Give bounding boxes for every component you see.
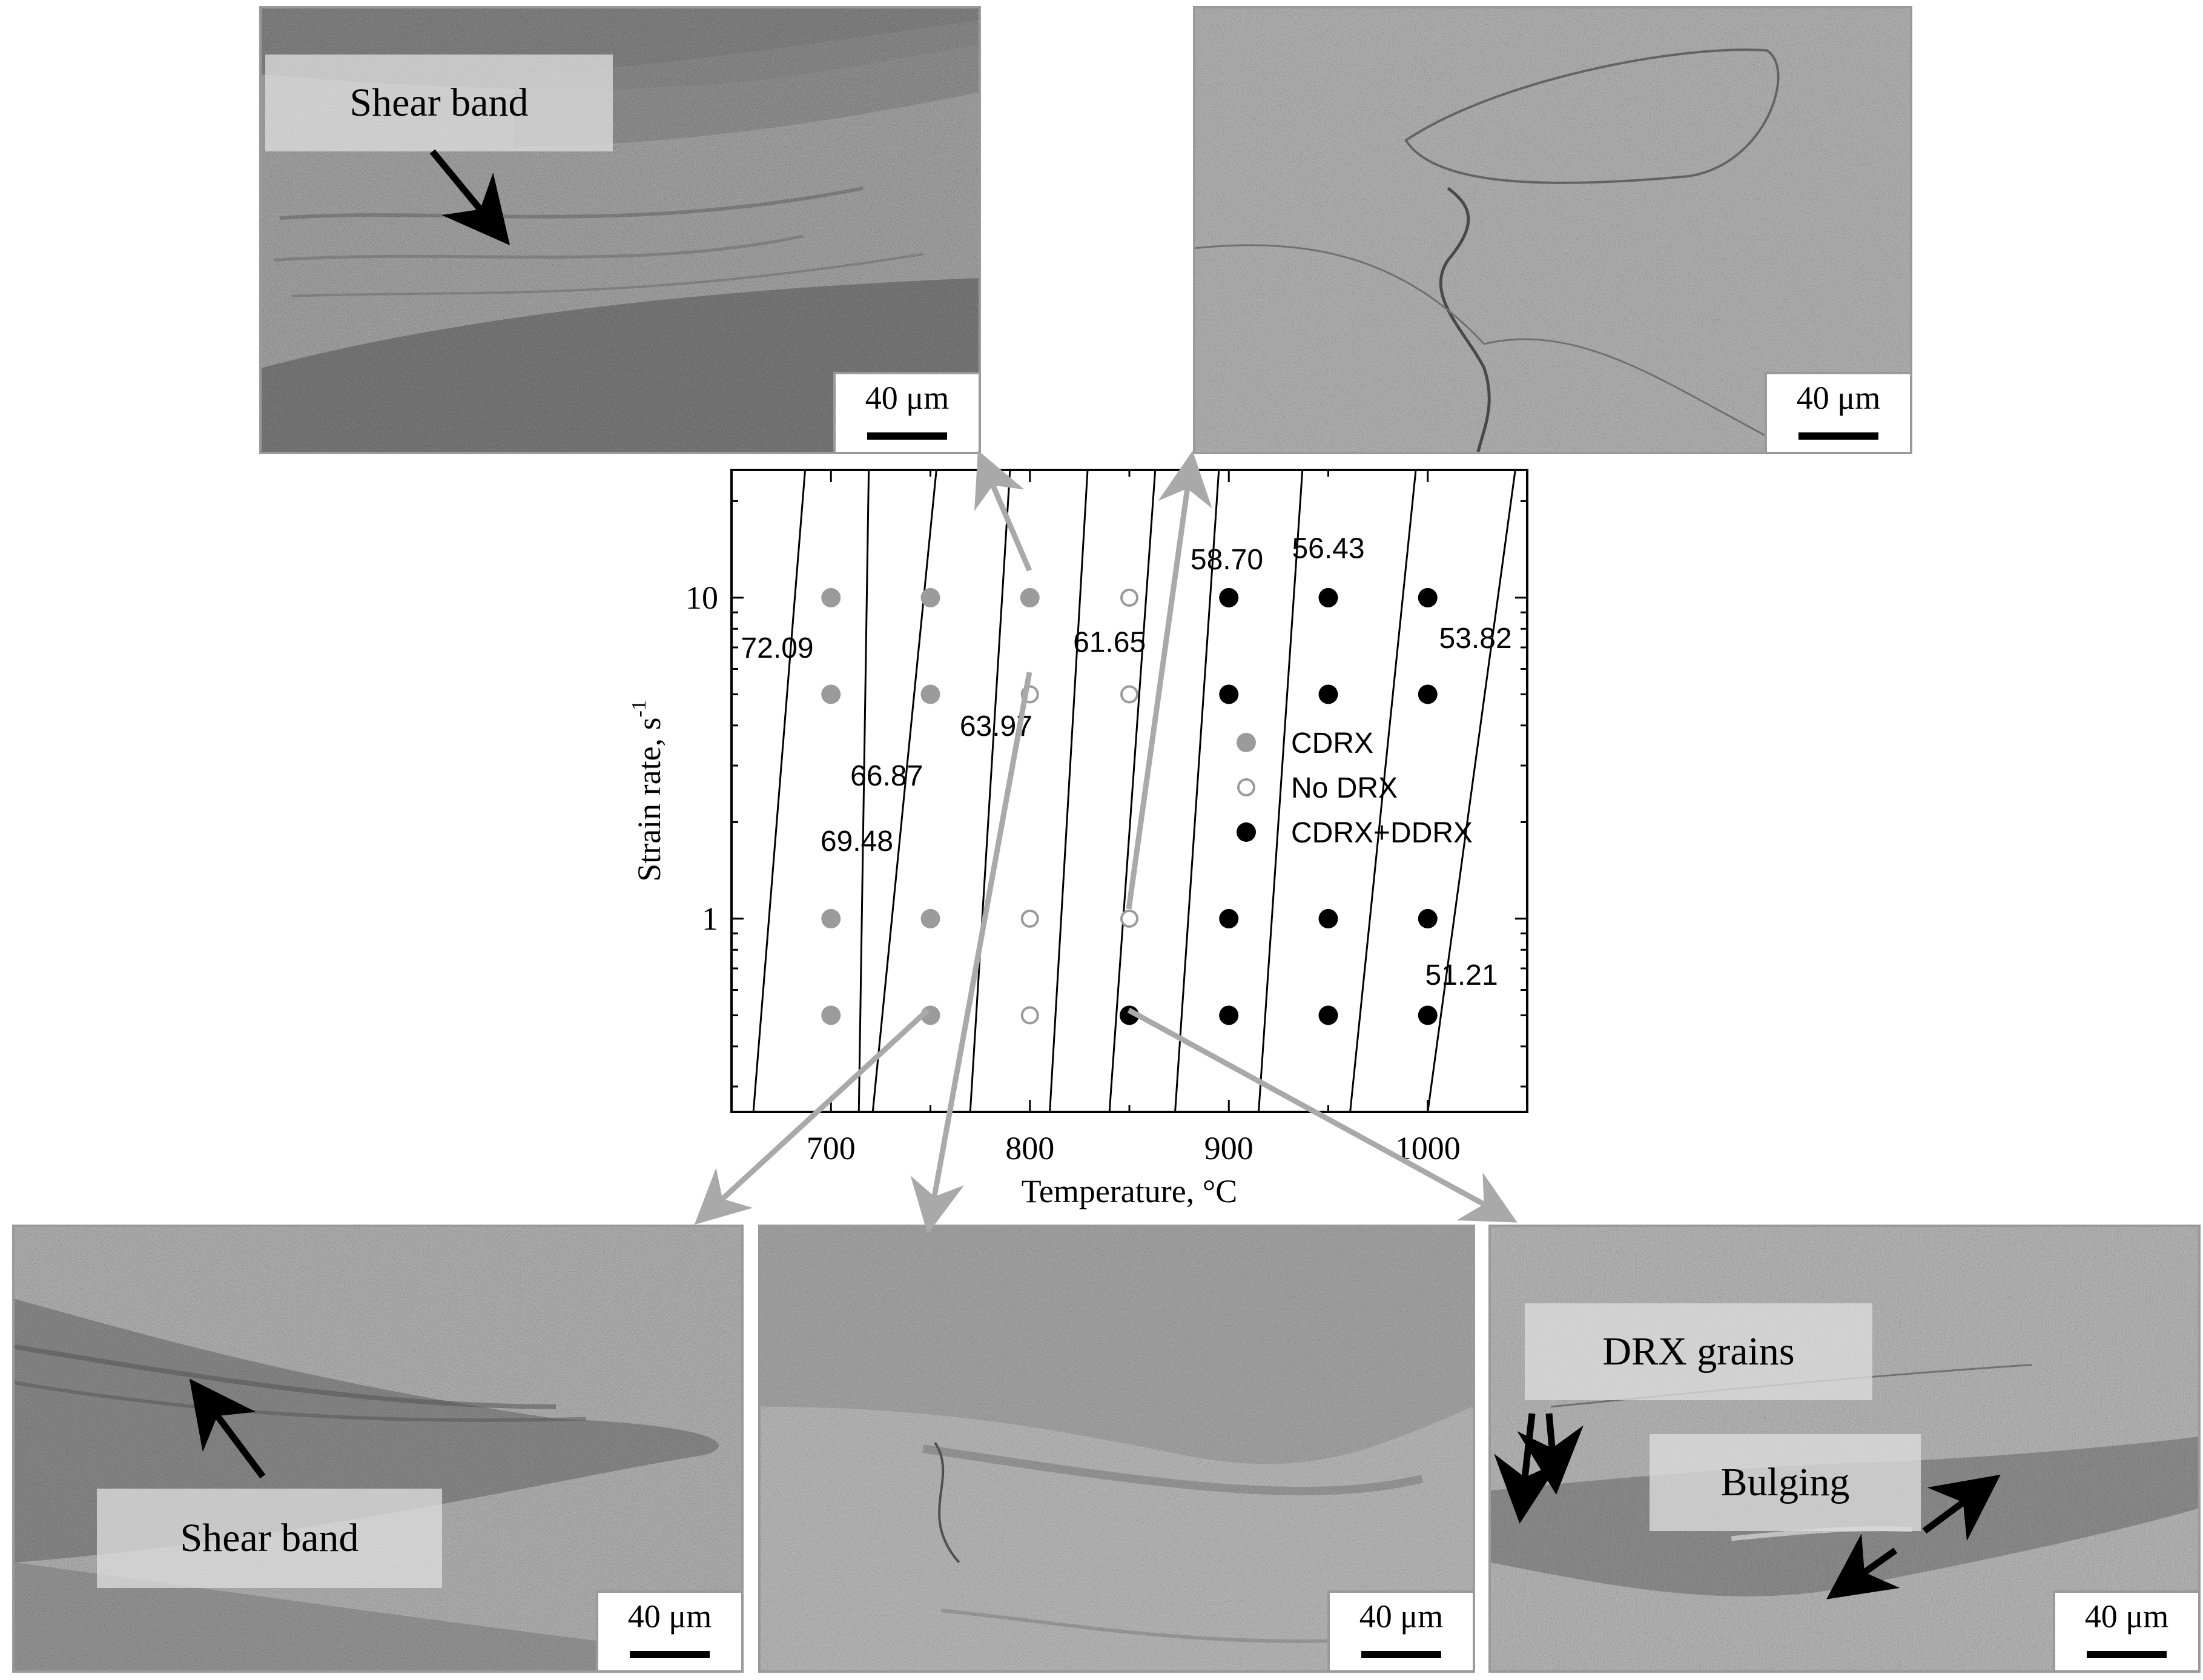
scale-bar-line xyxy=(1798,432,1878,440)
data-point-cdrx-ddrx xyxy=(1318,587,1338,607)
y-axis-label-text: Strain rate, s xyxy=(631,717,667,881)
data-point-cdrx-ddrx xyxy=(1219,684,1239,704)
data-point-no-drx xyxy=(1020,1006,1039,1025)
micrograph-top-left: Shear band 40 μm xyxy=(259,6,981,454)
legend-marker xyxy=(1237,778,1255,796)
contour-label: 72.09 xyxy=(741,632,813,664)
data-point-cdrx-ddrx xyxy=(1219,587,1239,607)
scale-bar-text: 40 μm xyxy=(1796,380,1881,416)
connector-arrow xyxy=(694,1008,930,1225)
data-point-cdrx xyxy=(920,684,940,704)
data-point-cdrx xyxy=(821,587,841,607)
data-point-no-drx xyxy=(1120,588,1138,607)
micrograph-bottom-middle: 40 μm xyxy=(758,1225,1475,1673)
scale-bar: 40 μm xyxy=(833,372,979,452)
connector-arrow xyxy=(1127,1008,1518,1223)
x-axis-label: Temperature, °C xyxy=(1022,1173,1238,1209)
contour-label: 53.82 xyxy=(1439,623,1512,655)
contour-line xyxy=(1108,470,1157,1112)
data-point-cdrx xyxy=(821,908,841,928)
x-tick-label: 900 xyxy=(1204,1130,1253,1166)
contour-line xyxy=(1349,470,1417,1112)
contour-line xyxy=(969,470,1011,1112)
data-point-cdrx-ddrx xyxy=(1418,1005,1438,1025)
shear-band-arrow xyxy=(429,149,510,245)
connector-arrow xyxy=(910,672,1032,1234)
scale-bar-line xyxy=(630,1651,710,1658)
connector-arrow xyxy=(974,450,1032,572)
shear-band-label: Shear band xyxy=(265,55,613,151)
data-point-cdrx-ddrx xyxy=(1318,684,1338,704)
contour-label: 69.48 xyxy=(821,825,893,858)
contour-label: 51.21 xyxy=(1425,959,1498,991)
scale-bar-text: 40 μm xyxy=(2084,1598,2169,1635)
contour-line xyxy=(1174,470,1220,1112)
shear-band-text: Shear band xyxy=(349,81,529,125)
drx-grains-arrow xyxy=(1494,1413,1561,1524)
legend-marker xyxy=(1237,822,1256,842)
data-point-cdrx-ddrx xyxy=(1219,908,1239,928)
contour-line xyxy=(857,470,870,1112)
data-point-cdrx xyxy=(920,908,940,928)
contour-line xyxy=(871,470,937,1112)
data-point-no-drx xyxy=(1120,909,1138,928)
data-point-cdrx xyxy=(1020,587,1040,607)
contour-label: 61.65 xyxy=(1073,626,1146,658)
data-point-cdrx xyxy=(821,1005,841,1025)
data-point-cdrx-ddrx xyxy=(1219,1005,1239,1025)
y-tick-label: 1 xyxy=(702,901,718,937)
contour-line xyxy=(1049,470,1089,1112)
micrograph-top-right: 40 μm xyxy=(1193,6,1912,454)
micrograph-texture xyxy=(761,1227,1473,1670)
data-point-cdrx-ddrx xyxy=(1418,587,1438,607)
data-point-no-drx xyxy=(1020,909,1039,928)
scale-bar: 40 μm xyxy=(1765,372,1910,452)
scale-bar-line xyxy=(2087,1651,2167,1658)
scale-bar: 40 μm xyxy=(1327,1590,1473,1670)
connector-arrow xyxy=(1126,451,1212,910)
contour-label: 66.87 xyxy=(850,760,923,792)
scale-bar: 40 μm xyxy=(596,1590,741,1670)
legend-marker xyxy=(1237,733,1256,752)
x-tick-label: 700 xyxy=(807,1130,856,1166)
data-point-cdrx xyxy=(920,587,940,607)
legend-label: CDRX xyxy=(1291,727,1373,759)
scale-bar-text: 40 μm xyxy=(627,1598,712,1635)
contour-line xyxy=(1427,470,1516,1112)
x-tick-label: 800 xyxy=(1005,1130,1054,1166)
data-point-cdrx xyxy=(821,684,841,704)
scale-bar-text: 40 μm xyxy=(1359,1598,1444,1635)
bulging-label: Bulging xyxy=(1650,1434,1921,1531)
data-point-cdrx-ddrx xyxy=(1318,1005,1338,1025)
scale-bar: 40 μm xyxy=(2053,1590,2198,1670)
y-axis-label: Strain rate, s-1 xyxy=(628,700,667,882)
data-point-cdrx-ddrx xyxy=(1318,908,1338,928)
drx-grains-label: DRX grains xyxy=(1525,1303,1872,1400)
data-point-cdrx-ddrx xyxy=(1418,908,1438,928)
shear-band-text: Shear band xyxy=(180,1516,359,1560)
drx-grains-text: DRX grains xyxy=(1602,1329,1795,1374)
contour-label: 56.43 xyxy=(1292,533,1364,565)
contour-label: 58.70 xyxy=(1191,544,1263,576)
scale-bar-text: 40 μm xyxy=(865,380,950,416)
bulging-arrow xyxy=(1826,1533,1900,1599)
shear-band-label: Shear band xyxy=(97,1489,442,1588)
micrograph-texture xyxy=(1195,8,1910,452)
data-point-cdrx-ddrx xyxy=(1418,684,1438,704)
y-tick-label: 10 xyxy=(685,580,718,616)
legend-label: CDRX+DDRX xyxy=(1291,817,1473,849)
scale-bar-line xyxy=(867,432,947,440)
drx-grains-arrow xyxy=(1517,1413,1584,1495)
shear-band-arrow xyxy=(189,1378,266,1479)
contour-line xyxy=(752,470,807,1112)
y-axis-label-superscript: -1 xyxy=(628,700,650,717)
micrograph-bottom-left: Shear band 40 μm xyxy=(12,1225,744,1673)
bulging-text: Bulging xyxy=(1720,1460,1850,1504)
scale-bar-line xyxy=(1361,1651,1441,1658)
bulging-arrow xyxy=(1922,1474,2001,1541)
legend-label: No DRX xyxy=(1291,772,1398,804)
contour-line xyxy=(1258,470,1304,1112)
data-point-no-drx xyxy=(1120,685,1138,704)
